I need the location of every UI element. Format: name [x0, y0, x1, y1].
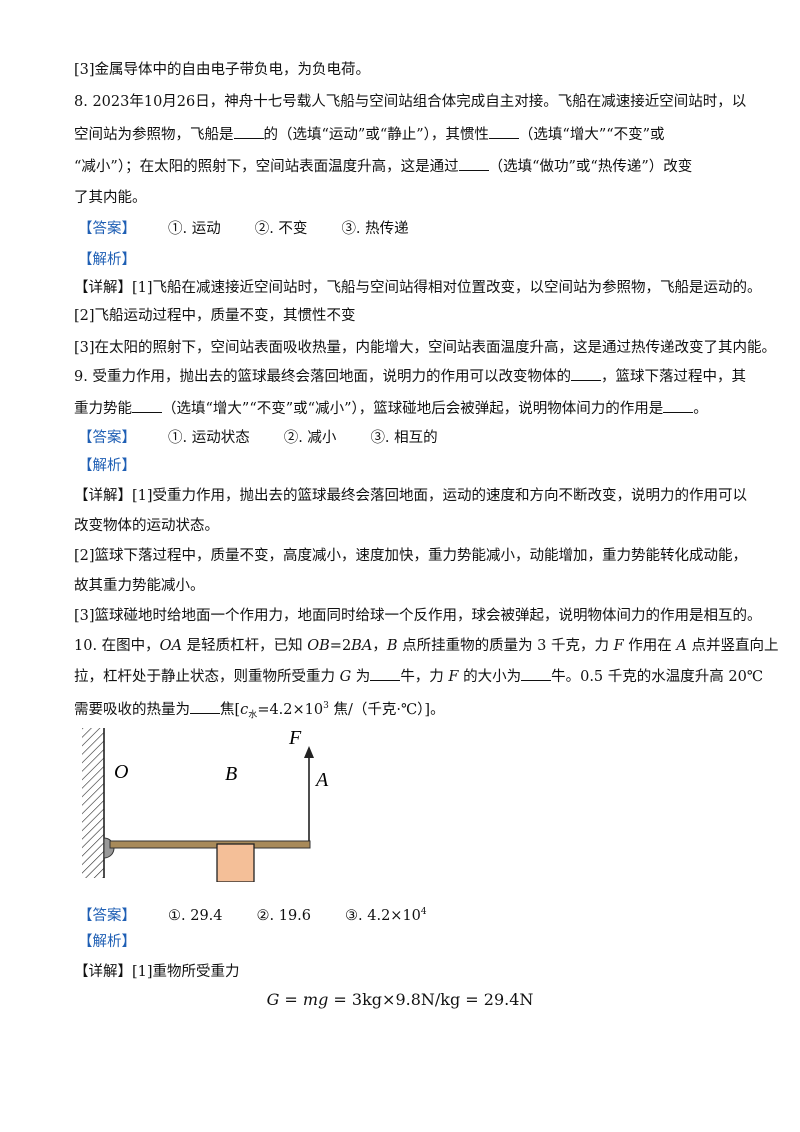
q10-stem-line-3: 需要吸收的热量为焦[c水=4.2×103 焦/（千克·℃）]。	[74, 696, 445, 726]
q10-analysis-label: 【解析】	[78, 934, 136, 950]
q8-detail-3: [3]在太阳的照射下，空间站表面吸收热量，内能增大，空间站表面温度升高，这是通过…	[74, 340, 777, 356]
q9-stem-line-2: 重力势能（选填“增大”“不变”或“减小”），篮球碰地后会被弹起，说明物体间力的作…	[74, 398, 708, 419]
q10-stem-line-2: 拉，杠杆处于静止状态，则重物所受重力 G 为牛，力 F 的大小为牛。0.5 千克…	[74, 666, 763, 687]
lever-diagram: F O B A	[82, 727, 329, 882]
q10-stem-line-1: 10. 在图中，OA 是轻质杠杆，已知 OB=2BA，B 点所挂重物的质量为 3…	[74, 638, 779, 654]
label-F: F	[288, 727, 302, 749]
lever-rod	[109, 840, 311, 849]
gravity-formula: G = mg = 3kg×9.8N/kg = 29.4N	[266, 990, 534, 1009]
q9-analysis-label: 【解析】	[78, 458, 136, 474]
blank	[458, 156, 489, 171]
label-B: B	[225, 763, 237, 785]
q9-detail-3: [2]篮球下落过程中，质量不变，高度减小，速度加快，重力势能减小，动能增加，重力…	[74, 548, 748, 564]
q9-detail-1: 【详解】[1]受重力作用，抛出去的篮球最终会落回地面，运动的速度和方向不断改变，…	[74, 488, 748, 504]
blank	[488, 124, 519, 139]
q9-stem-line-1: 9. 受重力作用，抛出去的篮球最终会落回地面，说明力的作用可以改变物体的，篮球下…	[74, 366, 746, 387]
q9-detail-5: [3]篮球碰地时给地面一个作用力，地面同时给球一个反作用，球会被弹起，说明物体间…	[74, 608, 762, 624]
force-arrow-head	[304, 746, 314, 758]
blank	[570, 366, 601, 381]
q8-analysis-label: 【解析】	[78, 252, 136, 268]
q10-detail-1: 【详解】[1]重物所受重力	[74, 964, 240, 980]
label-A: A	[314, 769, 329, 791]
q9-detail-4: 故其重力势能减小。	[74, 578, 205, 594]
q8-detail-2: [2]飞船运动过程中，质量不变，其惯性不变	[74, 308, 356, 324]
blank	[233, 124, 264, 139]
q8-stem-line-2: 空间站为参照物，飞船是的（选填“运动”或“静止”），其惯性（选填“增大”“不变”…	[74, 124, 665, 145]
label-O: O	[114, 761, 128, 783]
q8-stem-line-3: “减小”）；在太阳的照射下，空间站表面温度升高，这是通过（选填“做功”或“热传递…	[74, 156, 692, 177]
q8-detail-1: 【详解】[1]飞船在减速接近空间站时，飞船与空间站得相对位置改变，以空间站为参照…	[74, 280, 762, 296]
blank	[132, 398, 162, 413]
wall-hatch	[82, 728, 104, 878]
q8-stem-line-1: 8. 2023年10月26日，神舟十七号载人飞船与空间站组合体完成自主对接。飞船…	[74, 94, 747, 110]
weight-block	[216, 843, 255, 882]
blank	[190, 699, 220, 714]
blank	[370, 666, 401, 681]
q8-stem-line-4: 了其内能。	[74, 190, 147, 206]
q9-detail-2: 改变物体的运动状态。	[74, 518, 219, 534]
text-line: [3]金属导体中的自由电子带负电，为负电荷。	[74, 62, 371, 78]
blank	[521, 666, 552, 681]
blank	[663, 398, 694, 413]
